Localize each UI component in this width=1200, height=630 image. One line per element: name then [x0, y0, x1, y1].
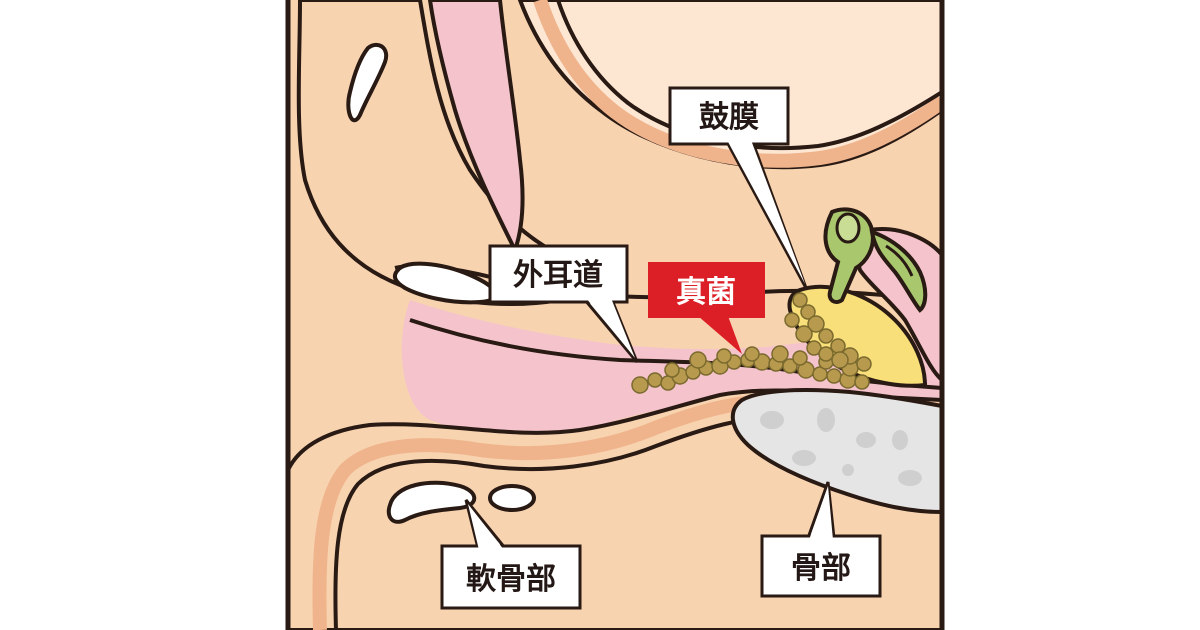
label-bone: 骨部: [760, 481, 882, 598]
bone-spot: [892, 430, 908, 450]
malleus-head: [835, 212, 861, 244]
bone-spot: [856, 432, 876, 448]
cartilage-piece-1: [386, 480, 477, 524]
fungus-dot: [831, 351, 849, 369]
bone-spot: [898, 470, 922, 486]
fungus-dot: [664, 362, 680, 378]
fungus-dot: [647, 372, 663, 388]
fungus-dot: [792, 350, 808, 366]
fungus-dot: [744, 346, 760, 362]
fungus-dot: [784, 312, 800, 328]
fungus-dot: [782, 358, 798, 374]
bone-spot: [792, 450, 816, 466]
fungus-dot: [826, 368, 842, 384]
label-ear-canal-text: 外耳道: [513, 258, 603, 293]
fungus-dot: [856, 356, 872, 372]
fungus-dot: [792, 292, 808, 308]
fungus-dot: [631, 376, 649, 394]
bone-spot: [817, 408, 835, 432]
ear-highlight: [346, 42, 389, 123]
label-ear-canal: 外耳道: [488, 244, 639, 363]
label-bone-text: 骨部: [791, 551, 851, 586]
fungus-dot: [716, 348, 732, 364]
fungus-colony: [631, 292, 872, 394]
label-eardrum-text: 鼓膜: [699, 100, 759, 135]
fungus-dot: [818, 328, 834, 344]
fungus-dot: [807, 315, 825, 333]
canal-pocket: [392, 261, 498, 305]
upper-skin-band: [533, 0, 942, 168]
temporal-bone: [731, 388, 942, 515]
fungus-dot: [806, 340, 822, 356]
label-fungus-text: 真菌: [676, 275, 736, 310]
incus-line: [885, 244, 914, 277]
fungus-dot: [818, 346, 834, 362]
label-eardrum: 鼓膜: [668, 86, 808, 289]
label-fungus: 真菌: [648, 262, 765, 354]
fungus-dot: [800, 304, 816, 320]
eardrum: [787, 284, 928, 388]
fungus-dot: [771, 345, 789, 363]
bone-spot: [760, 411, 784, 429]
fungus-dot: [689, 351, 707, 369]
cartilage-piece-2: [488, 484, 536, 512]
label-cartilage: 軟骨部: [440, 499, 582, 610]
fungus-dot: [795, 325, 813, 343]
fungus-dot: [854, 374, 870, 390]
label-cartilage-text: 軟骨部: [466, 562, 556, 597]
bone-spot: [842, 464, 854, 476]
incus: [869, 229, 928, 313]
